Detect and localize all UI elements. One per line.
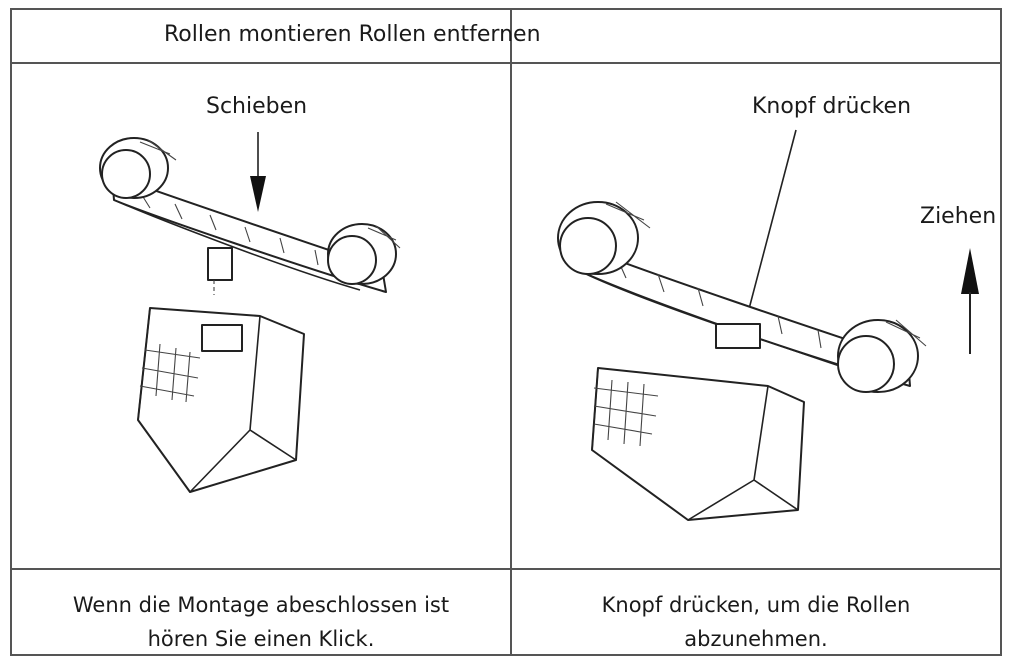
pull-arrow-icon (961, 248, 979, 354)
caption-right-line1: Knopf drücken, um die Rollen (601, 593, 911, 617)
label-schieben: Schieben (206, 94, 308, 119)
caption-left: Wenn die Montage abeschlossen ist hören … (12, 588, 510, 656)
left-wheel-icon (99, 137, 177, 199)
caption-divider (10, 568, 1002, 570)
console-body (137, 307, 305, 493)
caption-left-line2: hören Sie einen Klick. (147, 627, 375, 651)
caption-left-line1: Wenn die Montage abeschlossen ist (72, 593, 450, 617)
header-divider (10, 62, 1002, 64)
caster-remove-illustration (557, 129, 927, 521)
right-wheel-icon (327, 223, 401, 285)
column-divider (510, 8, 512, 656)
push-arrow-icon (250, 132, 266, 212)
caption-right-line2: abzunehmen. (684, 627, 828, 651)
label-knopf-druecken: Knopf drücken (752, 94, 912, 119)
console-body (591, 367, 805, 521)
label-ziehen: Ziehen (920, 204, 997, 229)
instruction-table (10, 8, 1002, 656)
header-title: Rollen montieren Rollen entfernen (164, 22, 541, 47)
left-wheel-icon (557, 201, 651, 275)
right-wheel-icon (837, 319, 927, 393)
caption-right: Knopf drücken, um die Rollen abzunehmen. (512, 588, 1000, 656)
caster-mount-illustration (99, 132, 401, 493)
